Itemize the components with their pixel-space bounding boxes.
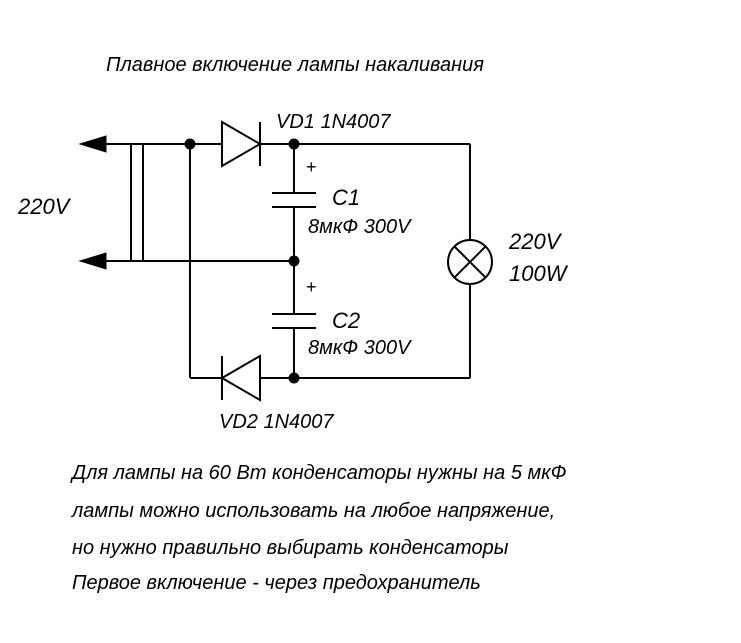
junction-dot-center (288, 255, 300, 267)
vd2-label: VD2 1N4007 (219, 411, 334, 433)
c1-value: 8мкФ 300V (308, 216, 412, 238)
capacitor-c2 (272, 313, 316, 329)
lamp-voltage-label: 220V (508, 229, 563, 254)
note-line: лампы можно использовать на любое напряж… (71, 500, 555, 522)
c1-polarity: + (306, 157, 317, 177)
junction-dot-top-mid (288, 138, 300, 150)
lamp-icon (447, 239, 493, 285)
c1-ref: C1 (332, 185, 360, 210)
notes-block: Для лампы на 60 Вт конденсаторы нужны на… (70, 462, 567, 594)
plug-symbol (130, 144, 144, 261)
source-voltage-label: 220V (17, 194, 72, 219)
junction-dot-top-left (184, 138, 196, 150)
input-terminal-top (78, 135, 190, 153)
diode-vd2 (220, 354, 261, 402)
c2-ref: C2 (332, 308, 360, 333)
c2-polarity: + (306, 277, 317, 297)
vd1-label: VD1 1N4007 (276, 111, 391, 133)
note-line: Для лампы на 60 Вт конденсаторы нужны на… (70, 462, 567, 484)
junction-dot-bottom-mid (288, 372, 300, 384)
note-line: но нужно правильно выбирать конденсаторы (72, 537, 509, 559)
note-line: Первое включение - через предохранитель (72, 572, 481, 594)
input-terminal-bottom (78, 252, 294, 270)
capacitor-c1 (272, 192, 316, 208)
diode-vd1 (221, 120, 262, 168)
diagram-title: Плавное включение лампы накаливания (106, 54, 484, 76)
c2-value: 8мкФ 300V (308, 337, 412, 359)
lamp-power-label: 100W (509, 261, 569, 286)
